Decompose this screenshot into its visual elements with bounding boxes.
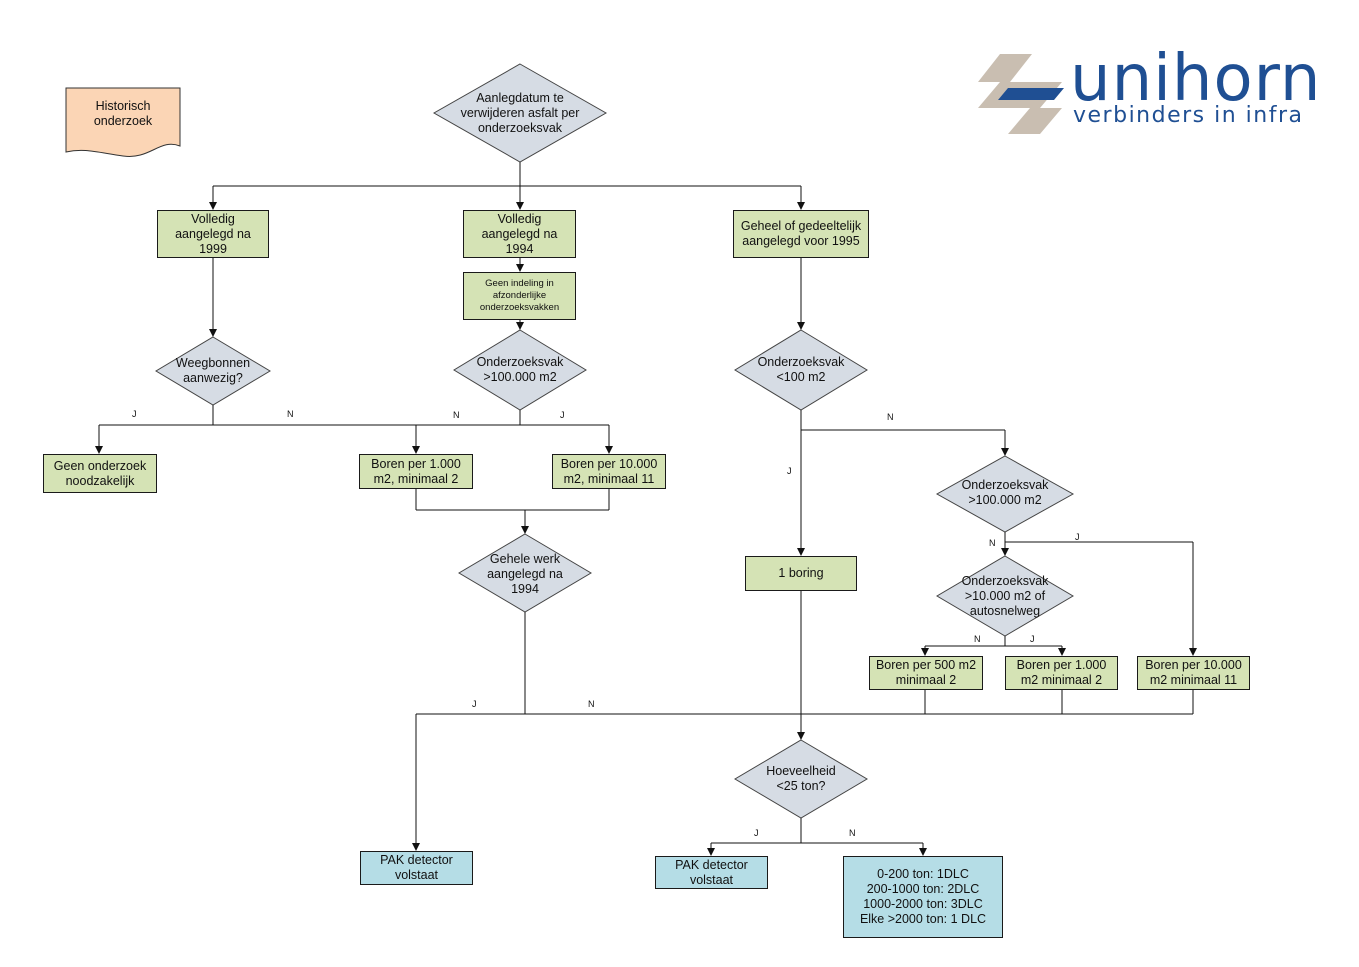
box-pak-detector-left: PAK detector volstaat [360, 851, 473, 885]
decision-weegbonnen-text: Weegbonnen aanwezig? [175, 356, 251, 385]
box-dlc-table: 0-200 ton: 1DLC 200-1000 ton: 2DLC 1000-… [843, 856, 1003, 938]
label-n-weegbonnen: N [287, 409, 294, 419]
box-volledig-1994: Volledig aangelegd na 1994 [463, 210, 576, 258]
historisch-document-shape [65, 87, 181, 157]
logo-wordmark: unihorn [1070, 42, 1322, 116]
box-boren-500: Boren per 500 m2 minimaal 2 [869, 656, 983, 690]
decision-vak100000-right-text: Onderzoeksvak >100.000 m2 [961, 478, 1049, 507]
label-j-weegbonnen: J [132, 409, 137, 419]
decision-gehele-text: Gehele werk aangelegd na 1994 [487, 551, 563, 596]
unihorn-logo-mark [978, 54, 1064, 134]
label-n-vak100: N [887, 412, 894, 422]
box-boren-10000-right: Boren per 10.000 m2 minimaal 11 [1137, 656, 1250, 690]
label-j-hoeveelheid: J [754, 828, 759, 838]
label-n-vak100000-mid: N [453, 410, 460, 420]
label-n-hoeveelheid: N [849, 828, 856, 838]
box-pak-detector-mid: PAK detector volstaat [655, 856, 768, 889]
historisch-label: Historisch onderzoek [93, 99, 153, 128]
box-boren-1000-right: Boren per 1.000 m2 minimaal 2 [1005, 656, 1118, 690]
box-1-boring: 1 boring [745, 556, 857, 591]
label-n-vak10000: N [974, 634, 981, 644]
decision-vak100-text: Onderzoeksvak <100 m2 [757, 355, 845, 384]
box-geheel-1995: Geheel of gedeeltelijk aangelegd voor 19… [733, 210, 869, 258]
box-geen-onderzoek: Geen onderzoek noodzakelijk [43, 454, 157, 493]
box-boren-10000-mid: Boren per 10.000 m2, minimaal 11 [552, 454, 666, 489]
logo-tagline: verbinders in infra [1073, 103, 1304, 128]
label-n-vak100000-right: N [989, 538, 996, 548]
label-j-vak100: J [787, 466, 792, 476]
decision-start-text: Aanlegdatum te verwijderen asfalt per on… [460, 90, 580, 135]
label-j-vak100000-mid: J [560, 410, 565, 420]
decision-vak10000-text: Onderzoeksvak >10.000 m2 of autosnelweg [961, 573, 1049, 618]
label-n-gehele: N [588, 699, 595, 709]
box-geen-indeling: Geen indeling in afzonderlijke onderzoek… [463, 272, 576, 320]
decision-hoeveelheid-text: Hoeveelheid <25 ton? [766, 764, 836, 793]
connector-lines [95, 162, 1197, 856]
label-j-gehele: J [472, 699, 477, 709]
decision-vak100000-mid-text: Onderzoeksvak >100.000 m2 [476, 355, 564, 384]
label-j-vak100000-right: J [1075, 532, 1080, 542]
box-volledig-1999: Volledig aangelegd na 1999 [157, 210, 269, 258]
box-boren-1000-mid: Boren per 1.000 m2, minimaal 2 [359, 454, 473, 489]
label-j-vak10000: J [1030, 634, 1035, 644]
